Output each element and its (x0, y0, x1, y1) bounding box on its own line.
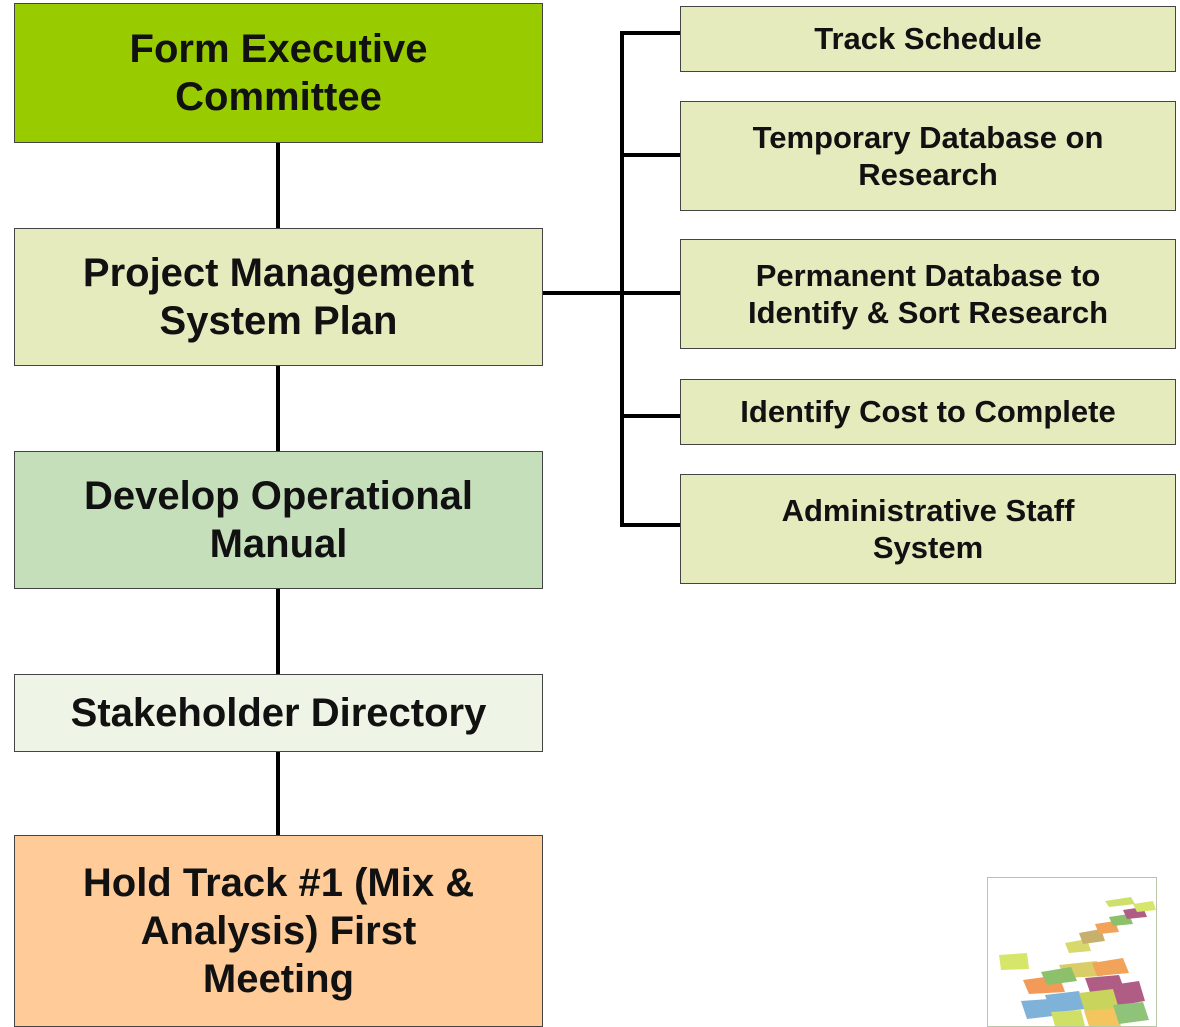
connector-line (620, 31, 624, 526)
step-form-executive-committee: Form Executive Committee (14, 3, 543, 143)
step-project-management-system-plan: Project Management System Plan (14, 228, 543, 366)
sub-step-permanent-database: Permanent Database to Identify & Sort Re… (680, 239, 1176, 349)
connector-line (276, 752, 280, 836)
connector-line (620, 414, 680, 418)
connector-line (620, 523, 680, 527)
sub-step-administrative-staff: Administrative Staff System (680, 474, 1176, 584)
connector-line (276, 366, 280, 452)
step-hold-track-meeting: Hold Track #1 (Mix & Analysis) First Mee… (14, 835, 543, 1027)
connector-line (276, 589, 280, 675)
sub-step-temporary-database: Temporary Database on Research (680, 101, 1176, 211)
step-develop-operational-manual: Develop Operational Manual (14, 451, 543, 589)
connector-line (543, 291, 623, 295)
sub-step-identify-cost: Identify Cost to Complete (680, 379, 1176, 445)
road-logo-icon (987, 877, 1157, 1027)
connector-line (620, 153, 680, 157)
sub-step-track-schedule: Track Schedule (680, 6, 1176, 72)
connector-line (620, 31, 680, 35)
connector-line (620, 291, 680, 295)
connector-line (276, 143, 280, 229)
step-stakeholder-directory: Stakeholder Directory (14, 674, 543, 752)
